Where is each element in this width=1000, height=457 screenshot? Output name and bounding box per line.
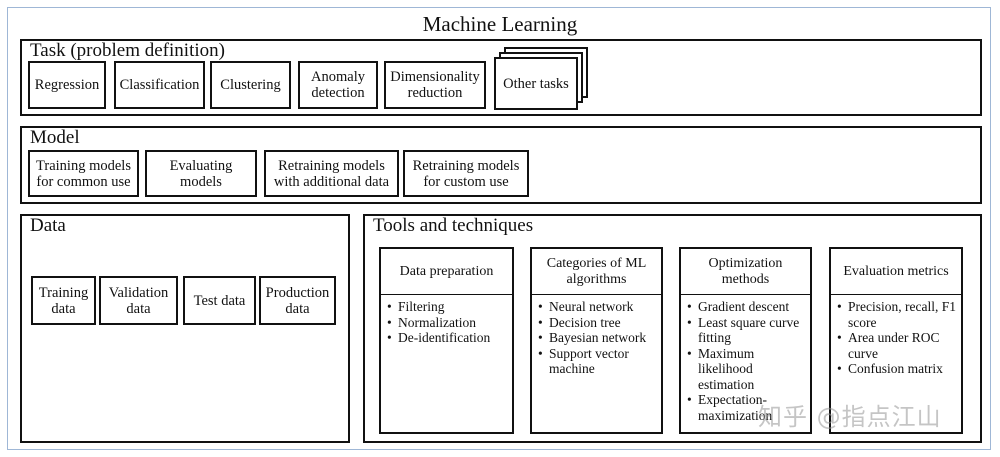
- model-training-common: Training models for common use: [28, 150, 139, 197]
- model-section-label: Model: [30, 127, 80, 148]
- column-title: Optimization methods: [681, 249, 810, 295]
- list-item: Normalization: [387, 315, 490, 331]
- data-production: Production data: [259, 276, 336, 325]
- watermark: 知乎 @指点江山: [758, 403, 942, 431]
- model-evaluating: Evaluating models: [145, 150, 257, 197]
- model-retraining-custom: Retraining models for custom use: [403, 150, 529, 197]
- list-item: Decision tree: [538, 315, 657, 331]
- task-classification: Classification: [114, 61, 205, 109]
- data-section: Data: [20, 214, 350, 443]
- data-test: Test data: [183, 276, 256, 325]
- data-training: Training data: [31, 276, 96, 325]
- task-anomaly-detection: Anomaly detection: [298, 61, 378, 109]
- list-item: Support vector machine: [538, 346, 657, 377]
- list-item: Area under ROC curve: [837, 330, 957, 361]
- list-item: Expectation-maximization: [687, 392, 806, 423]
- list-item: Bayesian network: [538, 330, 657, 346]
- tools-column-optimization: Optimization methods Gradient descent Le…: [679, 247, 812, 434]
- column-title: Categories of ML algorithms: [532, 249, 661, 295]
- list-item: Neural network: [538, 299, 657, 315]
- task-other-tasks: Other tasks: [494, 57, 578, 110]
- diagram-frame: [7, 7, 991, 450]
- diagram-title: Machine Learning: [422, 12, 578, 36]
- tools-column-ml-algorithms: Categories of ML algorithms Neural netwo…: [530, 247, 663, 434]
- list-item: Confusion matrix: [837, 361, 957, 377]
- task-regression: Regression: [28, 61, 106, 109]
- list-item: Gradient descent: [687, 299, 806, 315]
- data-validation: Validation data: [99, 276, 178, 325]
- list-item: Filtering: [387, 299, 490, 315]
- model-retraining-additional: Retraining models with additional data: [264, 150, 399, 197]
- column-title: Data preparation: [381, 249, 512, 295]
- list-item: Precision, recall, F1 score: [837, 299, 957, 330]
- tools-section-label: Tools and techniques: [373, 215, 534, 236]
- task-section-label: Task (problem definition): [30, 40, 225, 61]
- tools-column-evaluation-metrics: Evaluation metrics Precision, recall, F1…: [829, 247, 963, 434]
- tools-column-data-preparation: Data preparation Filtering Normalization…: [379, 247, 514, 434]
- column-title: Evaluation metrics: [831, 249, 961, 295]
- task-clustering: Clustering: [210, 61, 291, 109]
- task-dimensionality-reduction: Dimensionality reduction: [384, 61, 486, 109]
- list-item: Least square curve fitting: [687, 315, 806, 346]
- list-item: De-identification: [387, 330, 490, 346]
- list-item: Maximum likelihood estimation: [687, 346, 806, 393]
- data-section-label: Data: [30, 215, 66, 236]
